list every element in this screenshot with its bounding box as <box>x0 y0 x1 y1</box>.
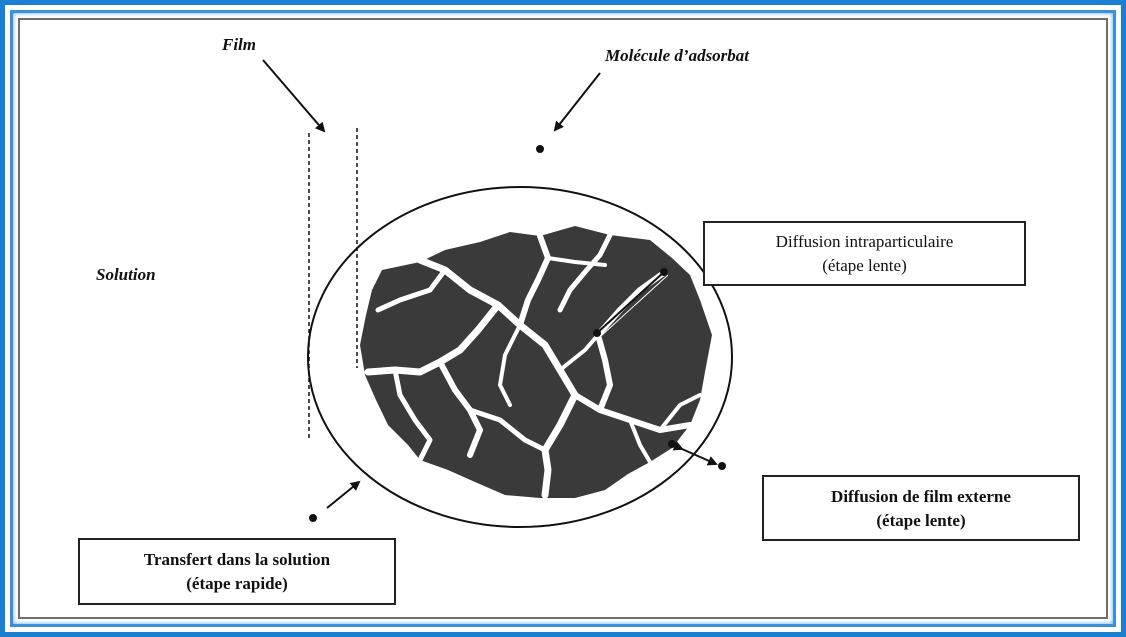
intra-dot-outer <box>660 268 668 276</box>
adsorbate-molecule-dot <box>536 145 544 153</box>
intraparticle-diffusion-box: Diffusion intraparticulaire (étape lente… <box>703 221 1026 286</box>
film-label: Film <box>222 35 256 55</box>
film-arrow <box>263 60 324 131</box>
transfer-solution-box: Transfert dans la solution (étape rapide… <box>78 538 396 605</box>
transfer-line1: Transfert dans la solution <box>80 548 394 572</box>
external-line2: (étape lente) <box>764 509 1078 533</box>
intra-line1: Diffusion intraparticulaire <box>705 230 1024 254</box>
external-line1: Diffusion de film externe <box>764 485 1078 509</box>
transfer-arrow <box>327 482 359 508</box>
molecule-arrow <box>555 73 600 130</box>
transfer-dot-solution <box>309 514 317 522</box>
intra-line2: (étape lente) <box>705 254 1024 278</box>
molecule-label: Molécule d’adsorbat <box>605 46 749 66</box>
external-dot-outer <box>718 462 726 470</box>
solution-label: Solution <box>96 265 156 285</box>
external-dot-inner <box>668 440 676 448</box>
intra-dot-inner <box>593 329 601 337</box>
external-film-diffusion-box: Diffusion de film externe (étape lente) <box>762 475 1080 541</box>
transfer-line2: (étape rapide) <box>80 572 394 596</box>
